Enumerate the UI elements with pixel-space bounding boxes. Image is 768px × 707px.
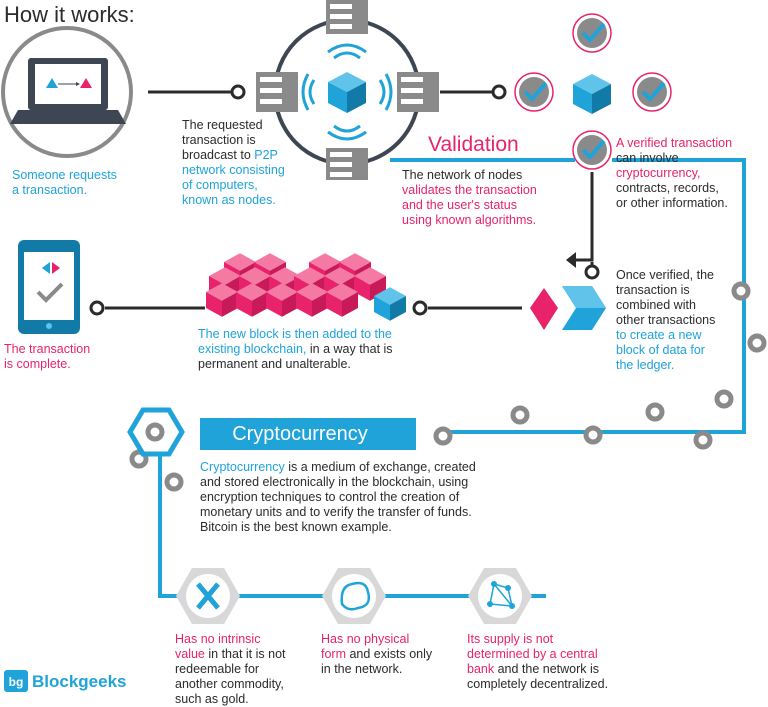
block-cube <box>326 283 358 317</box>
blockgeeks-logo: bg <box>4 670 28 692</box>
cryptocurrency-heading: Cryptocurrency <box>232 423 368 445</box>
p2p-network-icon <box>256 0 439 180</box>
laptop-icon <box>1 26 133 158</box>
block-cube <box>206 283 238 317</box>
verified-text: A verified transaction can involve crypt… <box>616 136 733 210</box>
block-cube <box>354 267 386 301</box>
block-cube <box>296 283 328 317</box>
logo-mark: bg <box>9 675 24 689</box>
complete-text: The transaction is complete. <box>4 342 91 371</box>
feature-no-value-text: Has no intrinsic value in that it is not… <box>175 632 286 706</box>
no-value-icon <box>176 568 240 624</box>
step-request-text: Someone requests a transaction. <box>12 168 117 197</box>
page-title: How it works: <box>4 2 135 27</box>
combine-blocks-icon <box>530 286 606 330</box>
step-broadcast-text: The requested transaction is broadcast t… <box>182 118 285 207</box>
validation-text: The network of nodes validates the trans… <box>402 168 537 227</box>
feature-no-form-text: Has no physical form and exists only in … <box>321 632 433 676</box>
feature-decentralized-text: Its supply is not determined by a centra… <box>467 632 609 691</box>
block-cube <box>266 283 298 317</box>
new-block-cube <box>374 287 406 321</box>
brand-name: Blockgeeks <box>32 672 127 691</box>
validation-heading: Validation <box>428 133 519 156</box>
blockchain-icon <box>206 253 406 321</box>
block-added-text: The new block is then added to the exist… <box>198 327 393 371</box>
phone-icon <box>18 240 80 334</box>
block-cube <box>236 283 268 317</box>
validation-nodes-icon <box>514 13 672 170</box>
cryptocurrency-text: Cryptocurrency is a medium of exchange, … <box>200 460 476 534</box>
combined-text: Once verified, the transaction is combin… <box>616 268 716 372</box>
no-form-icon <box>322 568 386 624</box>
network-icon <box>468 568 532 624</box>
